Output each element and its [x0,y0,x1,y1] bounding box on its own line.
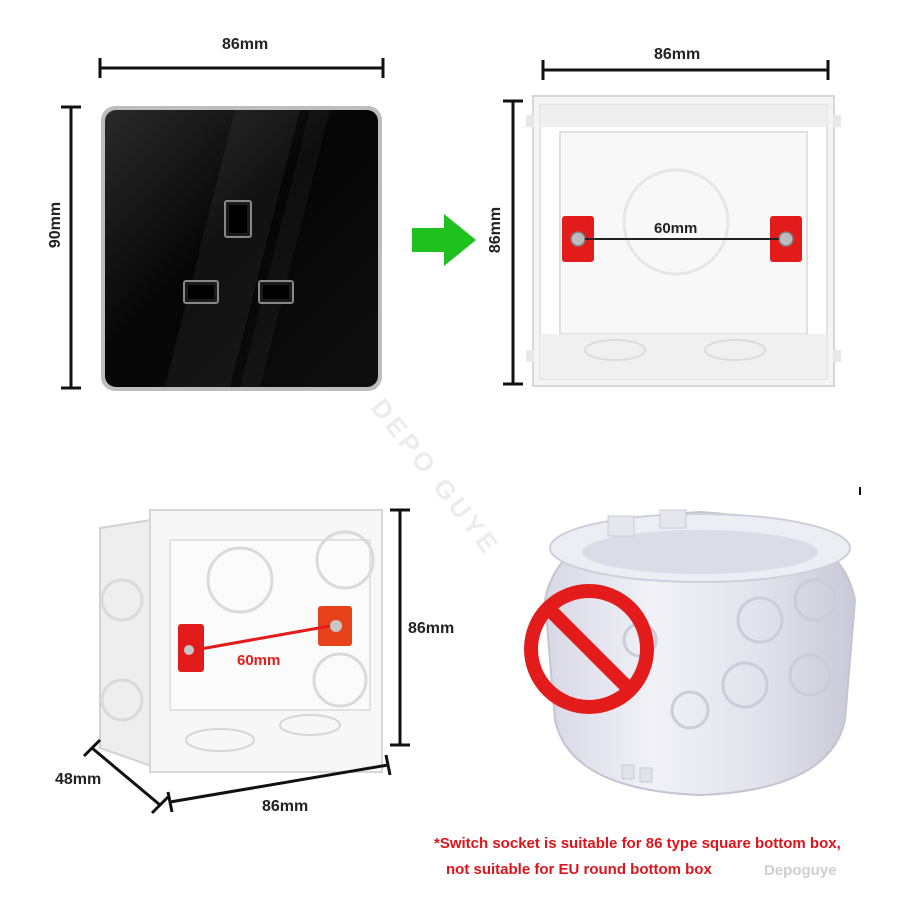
brand-watermark: Depoguye [764,862,837,879]
compatibility-note-line1: *Switch socket is suitable for 86 type s… [434,835,841,852]
box-perspective-width-label: 86mm [262,798,309,815]
box-front-width-label: 86mm [654,46,701,63]
compatibility-note-line2: not suitable for EU round bottom box [446,861,712,878]
box-front-span-label: 60mm [654,220,698,237]
box-perspective-height-label: 86mm [408,620,455,637]
box-perspective-span-label: 60mm [237,652,281,669]
box-perspective-depth-label: 48mm [55,771,102,788]
socket-width-label: 86mm [222,36,269,53]
